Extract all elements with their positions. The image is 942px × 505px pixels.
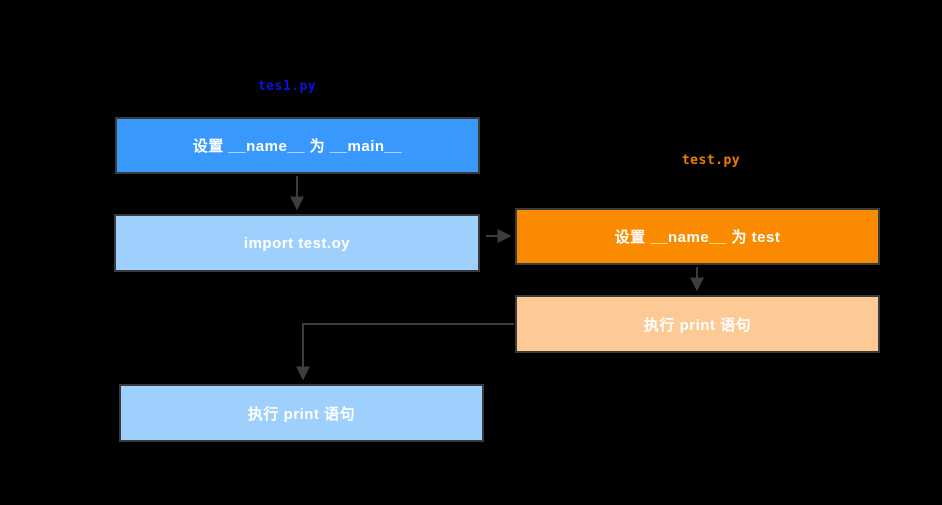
node-import-test: import test.oy [114,214,480,272]
node-set-name-main: 设置 __name__ 为 __main__ [115,117,480,174]
node-set-name-test: 设置 __name__ 为 test [515,208,880,265]
file-label-tes1py: tes1.py [257,79,317,94]
node-print-statement-main: 执行 print 语句 [119,384,484,442]
file-label-testpy: test.py [681,153,741,168]
node-print-statement-test: 执行 print 语句 [515,295,880,353]
arrow-print-test-to-print-main [296,323,514,381]
